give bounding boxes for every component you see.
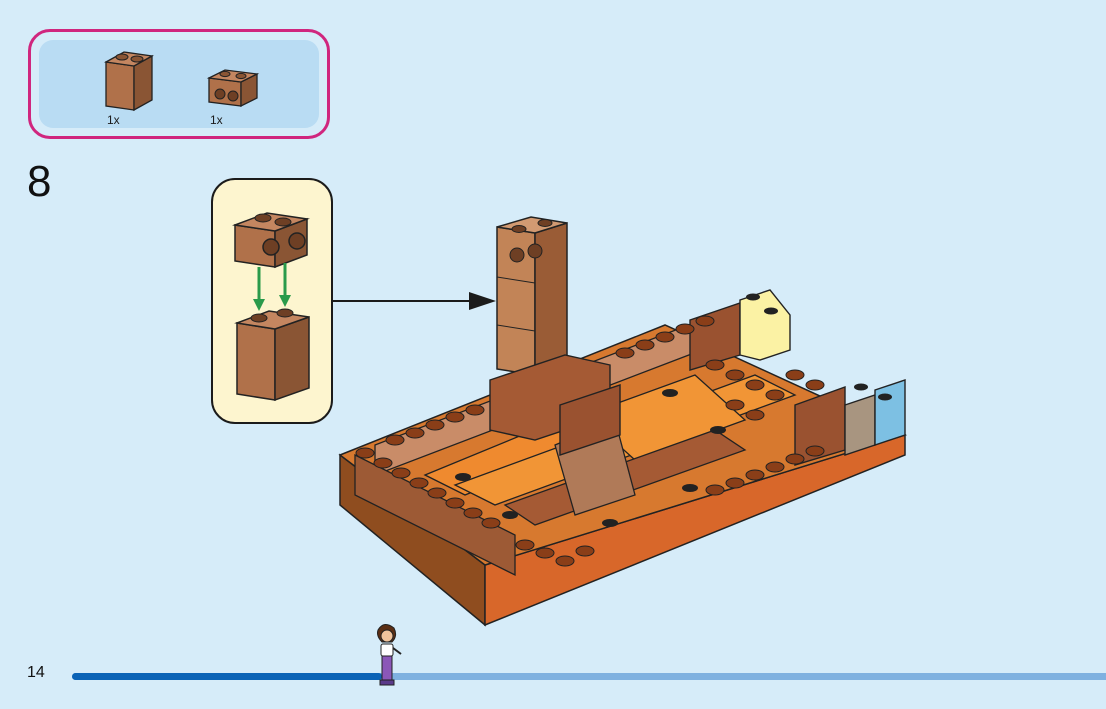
step-number: 8	[27, 157, 51, 207]
sub-assembly-illustration	[225, 195, 325, 410]
page-number: 14	[27, 664, 45, 682]
brown-brick-1x2-with-studs-on-side-icon	[205, 64, 265, 109]
lego-model-illustration	[335, 205, 910, 630]
minidoll-figure-icon	[368, 620, 408, 690]
parts-list-inner	[39, 40, 319, 128]
part-1-quantity: 1x	[107, 113, 120, 127]
part-2-quantity: 1x	[210, 113, 223, 127]
parts-list-box	[28, 29, 330, 139]
progress-fill	[72, 673, 382, 680]
brown-brick-1x2x2-icon	[100, 44, 160, 114]
